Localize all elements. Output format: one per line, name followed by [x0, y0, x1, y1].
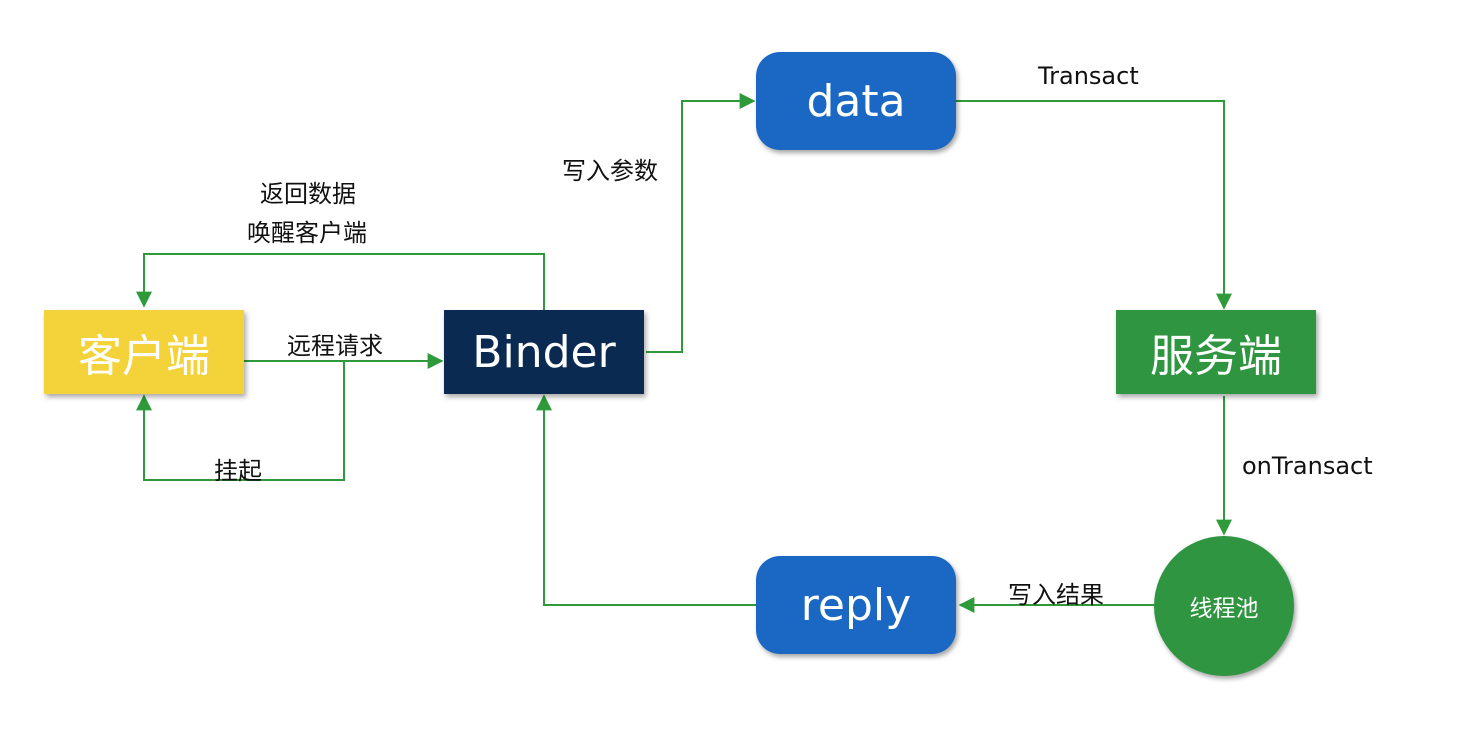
- reply-label: reply: [800, 579, 912, 631]
- write-params-label: 写入参数: [562, 157, 658, 185]
- wake-client-label: 唤醒客户端: [247, 219, 367, 247]
- transact-label: Transact: [1038, 62, 1139, 90]
- suspend-label: 挂起: [214, 457, 262, 485]
- return-data-label: 返回数据: [260, 180, 356, 208]
- data-label: data: [806, 75, 906, 127]
- remote-request-label: 远程请求: [287, 332, 383, 360]
- write-result-label: 写入结果: [1008, 581, 1104, 609]
- edge-transact: [956, 100, 1232, 310]
- client-label: 客户端: [78, 331, 210, 382]
- edge-reply-to-binder: [536, 394, 756, 606]
- edge-suspend: [136, 361, 345, 481]
- client-node: 客户端: [44, 310, 244, 394]
- binder-label: Binder: [472, 326, 616, 378]
- binder-node: Binder: [444, 310, 644, 394]
- edge-return-data: [136, 253, 545, 310]
- data-node: data: [756, 52, 956, 150]
- thread-pool-label: 线程池: [1189, 596, 1259, 622]
- edge-write-params: [646, 93, 756, 353]
- thread-pool-node: 线程池: [1154, 536, 1294, 676]
- on-transact-label: onTransact: [1242, 452, 1373, 480]
- server-label: 服务端: [1150, 331, 1282, 382]
- server-node: 服务端: [1116, 310, 1316, 394]
- reply-node: reply: [756, 556, 956, 654]
